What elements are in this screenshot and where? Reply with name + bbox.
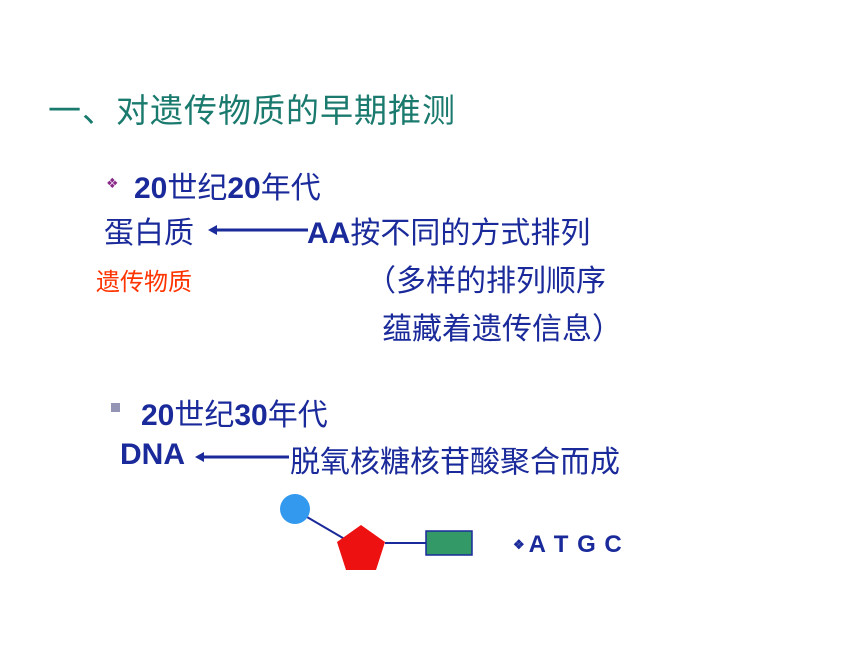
amino-acid-arrangement: AA按不同的方式排列 [307,208,590,252]
section-heading-1920s: 20世纪20年代 [134,163,321,207]
base-rectangle-icon [425,530,473,556]
arrow-left-icon [208,225,308,235]
decade-number: 30 [234,399,268,432]
dna-abbrev: DNA [120,438,185,471]
phosphate-circle-icon [280,494,310,524]
nucleotide-diagram [280,494,473,570]
decade-word: 年代 [260,171,321,206]
note-line-2: 蕴藏着遗传信息） [382,312,622,347]
aa-abbrev: AA [307,217,351,250]
section-heading-1930s: 20世纪30年代 [141,390,328,434]
year-word: 世纪 [167,171,228,206]
deoxyribose-pentagon-icon [337,525,385,570]
note-line-1: （多样的排列顺序 [366,264,606,299]
diamond-bullet-icon: ❖ [106,176,119,192]
slide-title: 一、对遗传物质的早期推测 [48,91,456,130]
decade-number: 20 [227,172,261,205]
bases-text: A T G C [528,531,623,558]
diamond-bullet-icon: ❖ [513,537,526,552]
protein-label: 蛋白质 [104,216,194,251]
year-word: 世纪 [174,398,235,433]
genetic-material-label: 遗传物质 [96,268,192,296]
arrangement-text: 按不同的方式排列 [350,216,591,251]
square-bullet-icon [111,403,120,412]
bases-list: ❖A T G C [513,531,623,559]
dna-label: DNA [120,437,185,472]
year-number: 20 [134,172,168,205]
year-number: 20 [141,399,175,432]
nucleotide-polymer-text: 脱氧核糖核苷酸聚合而成 [290,445,620,480]
decade-word: 年代 [267,398,328,433]
arrow-left-icon [195,452,289,462]
